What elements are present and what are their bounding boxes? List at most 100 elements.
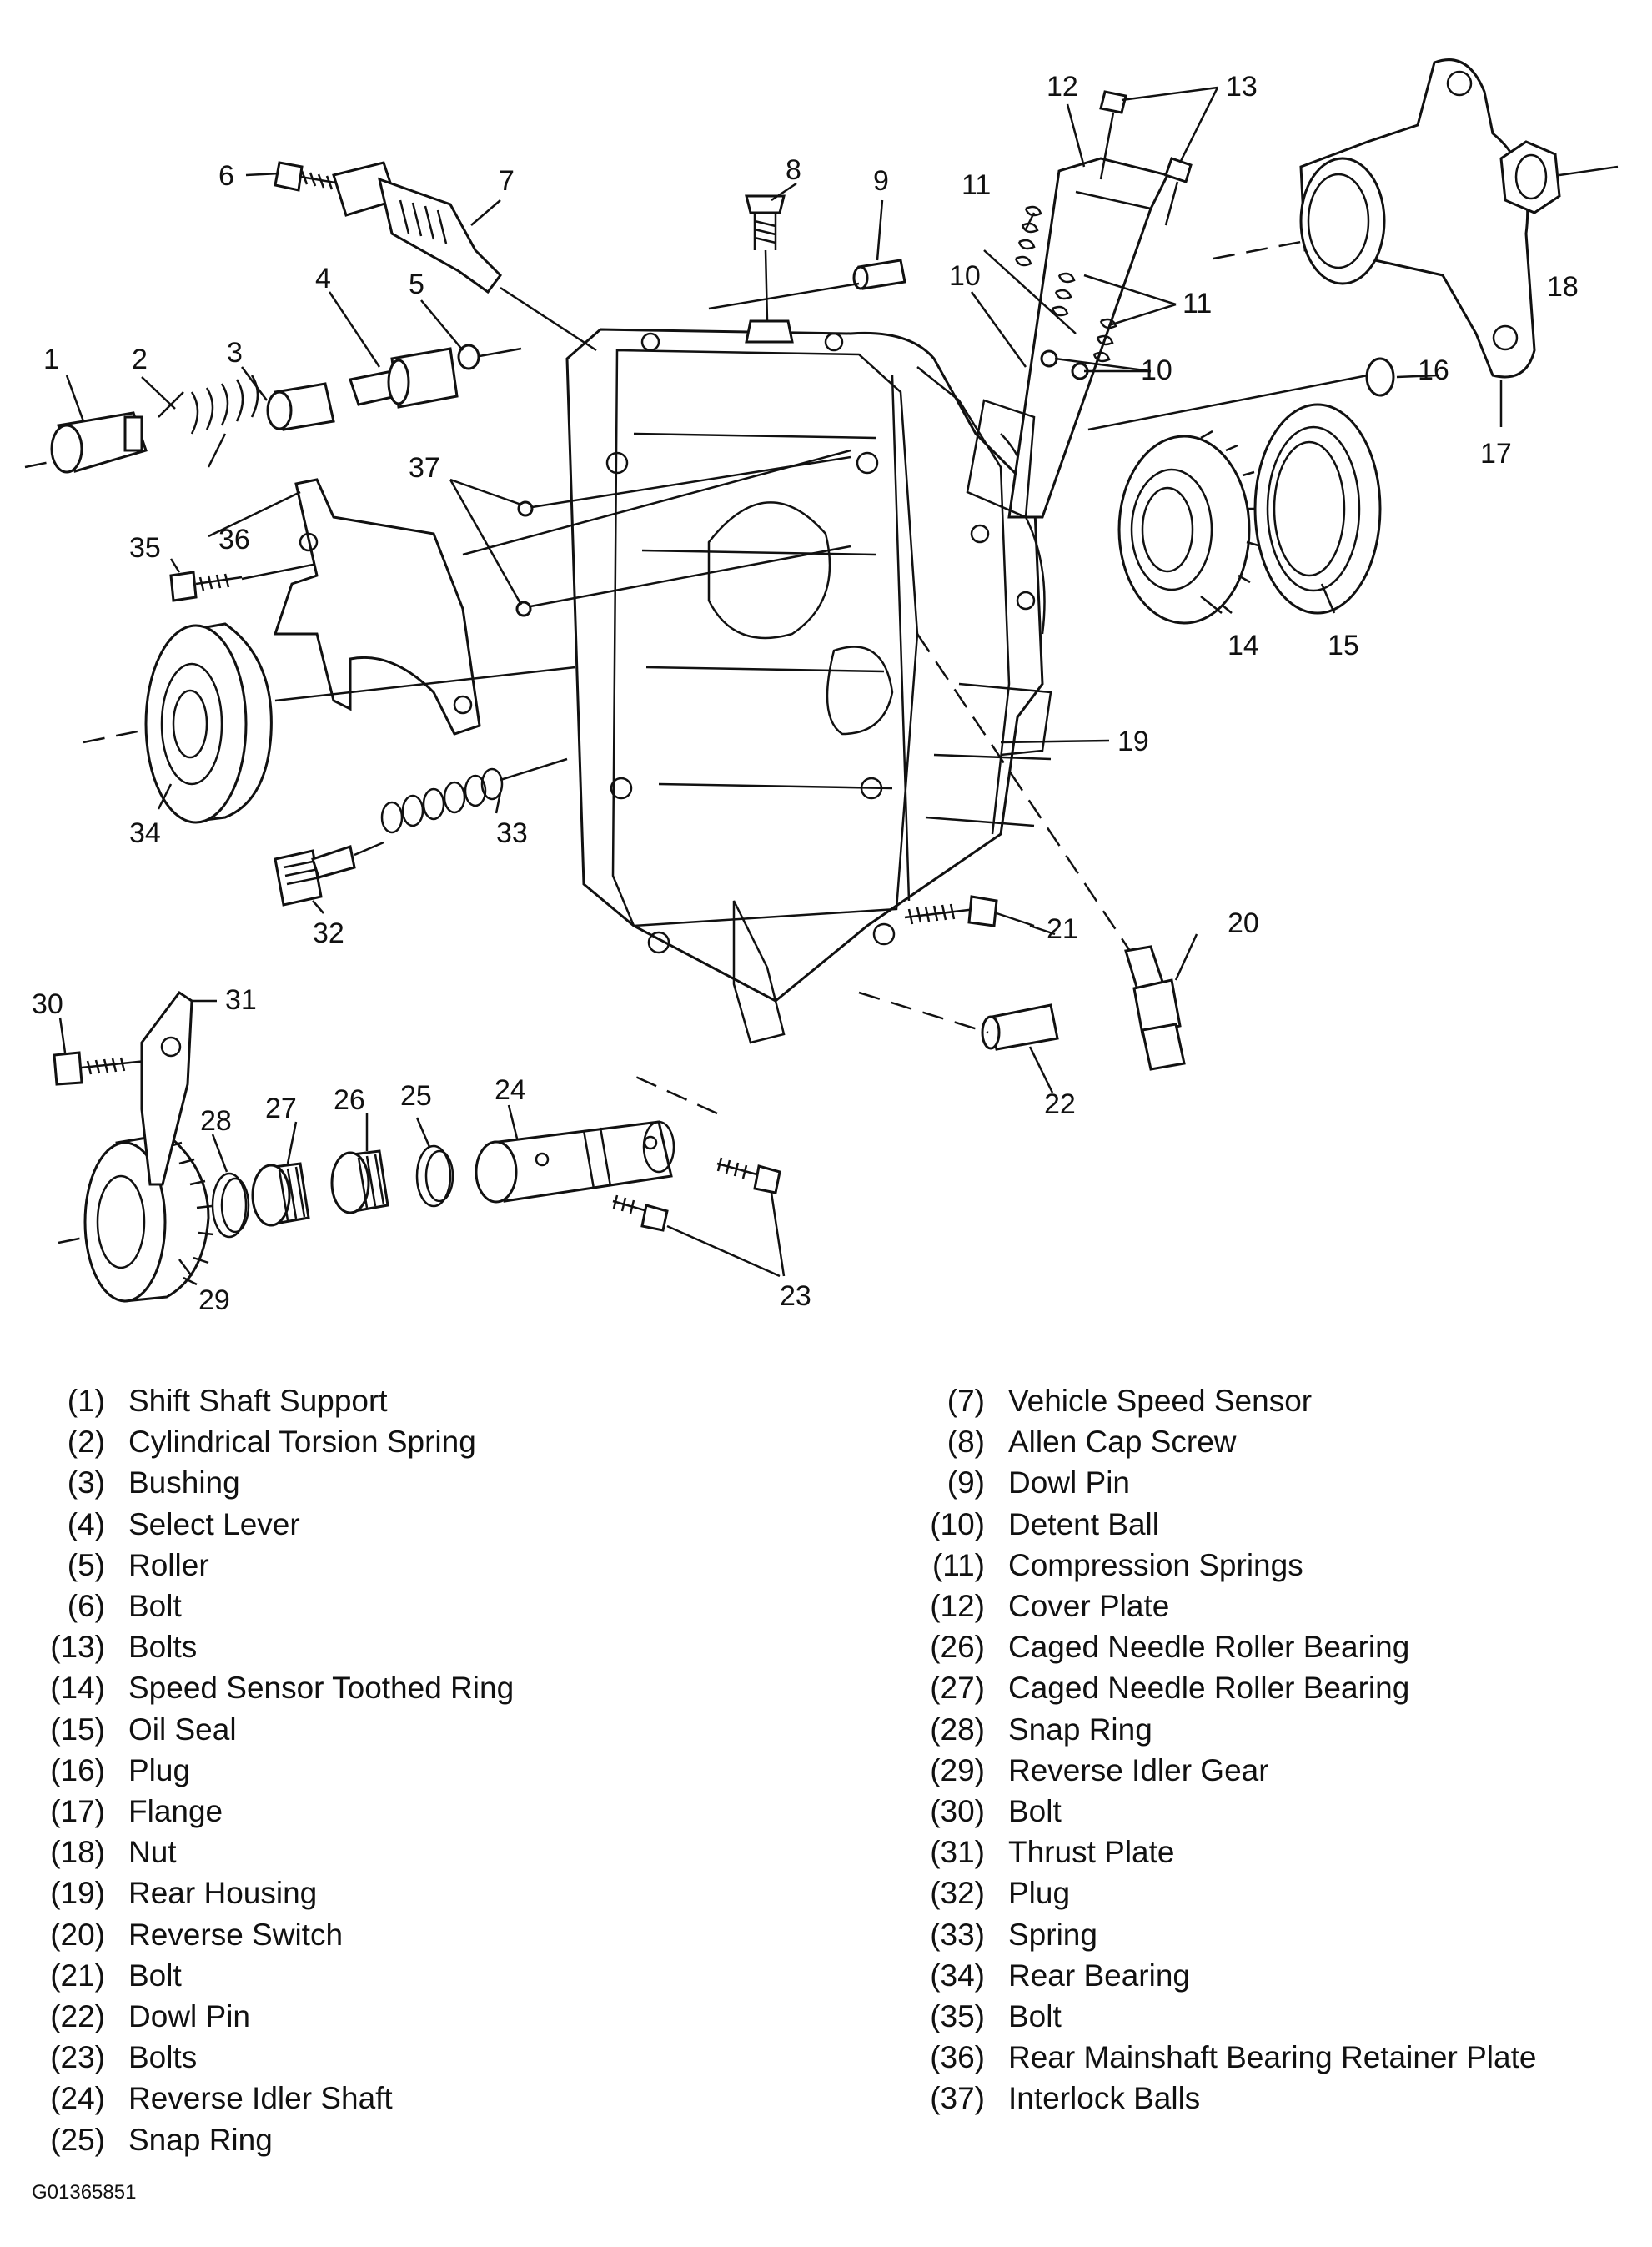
callout-21: 21 (1047, 913, 1078, 945)
legend-item: (28)Snap Ring (905, 1709, 1536, 1750)
reverse-idler-shaft-drawing (475, 1074, 718, 1204)
snap-ring-25-drawing (415, 1144, 454, 1208)
legend-item-number: (28) (930, 1712, 985, 1747)
bolt-35-drawing (169, 549, 384, 602)
legend-item-label: Flange (128, 1794, 223, 1829)
spring-drawing (380, 757, 568, 834)
callout-9: 9 (873, 165, 889, 197)
callout-18: 18 (1547, 271, 1579, 303)
legend-item-label: Bolt (1008, 1999, 1062, 2034)
legend-item-number: (8) (947, 1425, 985, 1460)
callout-22: 22 (1044, 1088, 1076, 1120)
needle-bearing-26-drawing (330, 1149, 389, 1214)
legend-item: (26)Caged Needle Roller Bearing (905, 1626, 1536, 1667)
dowl-pin-22-drawing (858, 991, 1059, 1093)
legend-item: (2) Cylindrical Torsion Spring (25, 1421, 514, 1462)
callout-2: 2 (132, 344, 148, 375)
legend-item-number: (1) (67, 1384, 105, 1418)
legend-item: (35) Bolt (905, 1996, 1536, 2037)
callout-34: 34 (129, 817, 161, 849)
legend-item: (8) Allen Cap Screw (905, 1421, 1536, 1462)
legend-item: (27)Caged Needle Roller Bearing (905, 1667, 1536, 1708)
rear-housing-drawing (565, 319, 1052, 1044)
callout-23: 23 (780, 1280, 811, 1312)
legend-item-label: Reverse Idler Shaft (128, 2081, 393, 2116)
legend-item-label: Bolt (128, 1589, 182, 1624)
callout-6: 6 (218, 160, 234, 192)
callout-16: 16 (1418, 354, 1449, 386)
legend-item-label: Speed Sensor Toothed Ring (128, 1671, 515, 1706)
legend-item-number: (35) (930, 1999, 985, 2034)
exploded-view-diagram: 1 2 3 4 5 6 7 8 9 10 10 11 11 12 13 14 1… (24, 58, 1619, 1316)
legend-item: (21)Bolt (25, 1955, 514, 1996)
legend-item: (19) Rear Housing (25, 1872, 514, 1913)
callout-36: 36 (218, 524, 250, 555)
legend-item-label: Reverse Switch (128, 1917, 344, 1952)
snap-ring-28-drawing (211, 1172, 250, 1239)
callout-30: 30 (32, 988, 63, 1020)
legend-item-label: Bolt (1008, 1794, 1062, 1829)
legend-item-number: (22) (50, 1999, 105, 2034)
legend-item-label: Nut (128, 1835, 177, 1870)
legend-item-label: Interlock Balls (1008, 2081, 1201, 2116)
legend-item-label: Oil Seal (128, 1712, 237, 1747)
legend-item-number: (7) (947, 1384, 985, 1418)
callout-24: 24 (495, 1074, 526, 1106)
rear-bearing-drawing (83, 622, 576, 824)
legend-item-number: (16) (50, 1752, 105, 1787)
legend-right-column: (7) Vehicle Speed Sensor (8) Allen Cap Scre… (905, 1380, 1536, 2119)
label-leaders (58, 86, 1503, 1277)
legend-item-number: (6) (67, 1589, 105, 1624)
legend-item: (31)Thrust Plate (905, 1832, 1536, 1872)
reverse-switch-drawing (916, 633, 1186, 1071)
legend-item: (23)Bolts (25, 2037, 514, 2078)
legend-item-number: (2) (67, 1425, 105, 1460)
legend-item-number: (30) (930, 1794, 985, 1829)
legend-item-number: (19) (50, 1876, 105, 1911)
callout-15: 15 (1328, 630, 1359, 661)
legend-item: (17)Flange (25, 1791, 514, 1832)
legend-item-number: (26) (930, 1630, 985, 1665)
speed-sensor-toothed-ring-drawing (1117, 430, 1260, 625)
callout-33: 33 (496, 817, 528, 849)
legend-item-label: Snap Ring (128, 2122, 273, 2157)
legend-item: (11)Compression Springs (905, 1545, 1536, 1586)
callout-labels: 1 2 3 4 5 6 7 8 9 10 10 11 11 12 13 14 1… (32, 71, 1579, 1316)
legend-item-label: Rear Housing (128, 1876, 318, 1911)
legend-item-label: Cylindrical Torsion Spring (128, 1425, 476, 1460)
legend-item: (16)Plug (25, 1750, 514, 1791)
legend-item-label: Dowl Pin (1008, 1465, 1130, 1501)
legend-left-column: (1)Shift Shaft Support(2)Cylindrical Tor… (25, 1380, 514, 2160)
bolt-30-drawing (53, 1051, 147, 1086)
legend-item-number: (36) (930, 2040, 985, 2075)
callout-14: 14 (1228, 630, 1259, 661)
legend-item-number: (31) (930, 1835, 985, 1870)
thrust-plate-drawing (140, 990, 217, 1186)
legend-item-label: Cover Plate (1008, 1589, 1170, 1624)
callout-27: 27 (265, 1093, 297, 1124)
legend-item-label: Allen Cap Screw (1008, 1425, 1237, 1460)
callout-17: 17 (1480, 438, 1512, 470)
legend-item-number: (12) (930, 1589, 985, 1624)
legend-item: (13)Bolts (25, 1626, 514, 1667)
dowl-pin-9-drawing (708, 259, 906, 310)
legend-item-label: Caged Needle Roller Bearing (1008, 1671, 1410, 1706)
callout-13: 13 (1226, 71, 1258, 103)
legend-item: (7) Vehicle Speed Sensor (905, 1380, 1536, 1421)
cover-plate-assembly-drawing (966, 90, 1193, 519)
callout-32: 32 (313, 917, 344, 949)
callout-28: 28 (200, 1105, 232, 1137)
legend-item: (3)Bushing (25, 1462, 514, 1503)
callout-20: 20 (1228, 907, 1259, 939)
legend-item-number: (5) (67, 1547, 105, 1582)
nut-drawing (1499, 140, 1619, 214)
callout-35: 35 (129, 532, 161, 564)
torsion-spring-drawing (158, 374, 259, 468)
legend-item: (15)Oil Seal (25, 1709, 514, 1750)
legend-item-label: Vehicle Speed Sensor (1008, 1384, 1313, 1418)
callout-26: 26 (334, 1084, 365, 1116)
callout-8: 8 (786, 154, 801, 186)
legend-item-number: (34) (930, 1958, 985, 1993)
oil-seal-drawing (1253, 403, 1382, 615)
legend-item-label: Select Lever (128, 1506, 300, 1541)
